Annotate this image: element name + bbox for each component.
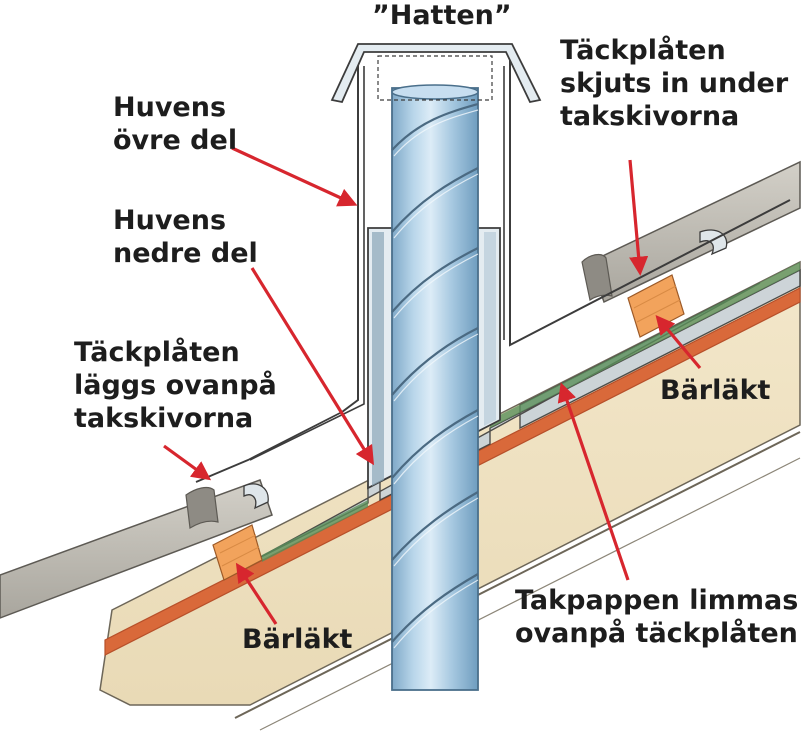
label-takpappen-1: Takpappen limmas xyxy=(515,585,798,616)
label-huvens-ovre-2: övre del xyxy=(113,125,237,156)
label-huvens-ovre-1: Huvens xyxy=(113,92,226,123)
arrow-barlakt-left xyxy=(235,562,278,625)
arrow-huvens-ovre xyxy=(231,146,358,207)
label-tackplaten-ovanpa-2: läggs ovanpå xyxy=(74,369,277,401)
arrow-barlakt-right xyxy=(655,315,702,370)
label-takpappen-2: ovanpå täckplåten xyxy=(515,617,798,649)
label-tackplaten-under-2: skjuts in under xyxy=(560,68,789,99)
label-huvens-nedre-1: Huvens xyxy=(113,205,226,236)
arrow-huvens-nedre xyxy=(250,267,375,466)
roof-tile-right-edge xyxy=(581,253,613,301)
arrow-tackplaten-under xyxy=(628,159,649,276)
roof-board-lower-edge xyxy=(234,431,801,719)
label-barlakt-left: Bärläkt xyxy=(242,624,353,655)
vent-pipe-top xyxy=(391,84,479,100)
label-tackplaten-under-3: takskivorna xyxy=(560,101,739,132)
label-barlakt-right: Bärläkt xyxy=(660,375,771,406)
roof-board-lower-edge-2 xyxy=(259,457,801,731)
batten-right xyxy=(627,274,685,338)
label-tackplaten-under-1: Täckplåten xyxy=(560,34,726,66)
label-huvens-nedre-2: nedre del xyxy=(113,238,258,269)
arrows xyxy=(163,146,702,625)
arrow-takpappen xyxy=(557,382,630,581)
pipe-spiral-seam xyxy=(391,102,479,643)
arrow-tackplaten-ovanpa xyxy=(163,444,212,481)
hat-inner-dashed xyxy=(377,55,493,101)
label-tackplaten-ovanpa-3: takskivorna xyxy=(74,403,253,434)
flashing-fold-left xyxy=(243,483,269,510)
flashing-green-strip-left xyxy=(262,500,368,562)
label-tackplaten-ovanpa-1: Täckplåten xyxy=(74,336,240,368)
hood-upper-part xyxy=(341,60,791,413)
label-hatten: ”Hatten” xyxy=(372,0,512,31)
roof-tile-left-edge xyxy=(185,486,219,529)
hat-cap xyxy=(330,43,542,104)
